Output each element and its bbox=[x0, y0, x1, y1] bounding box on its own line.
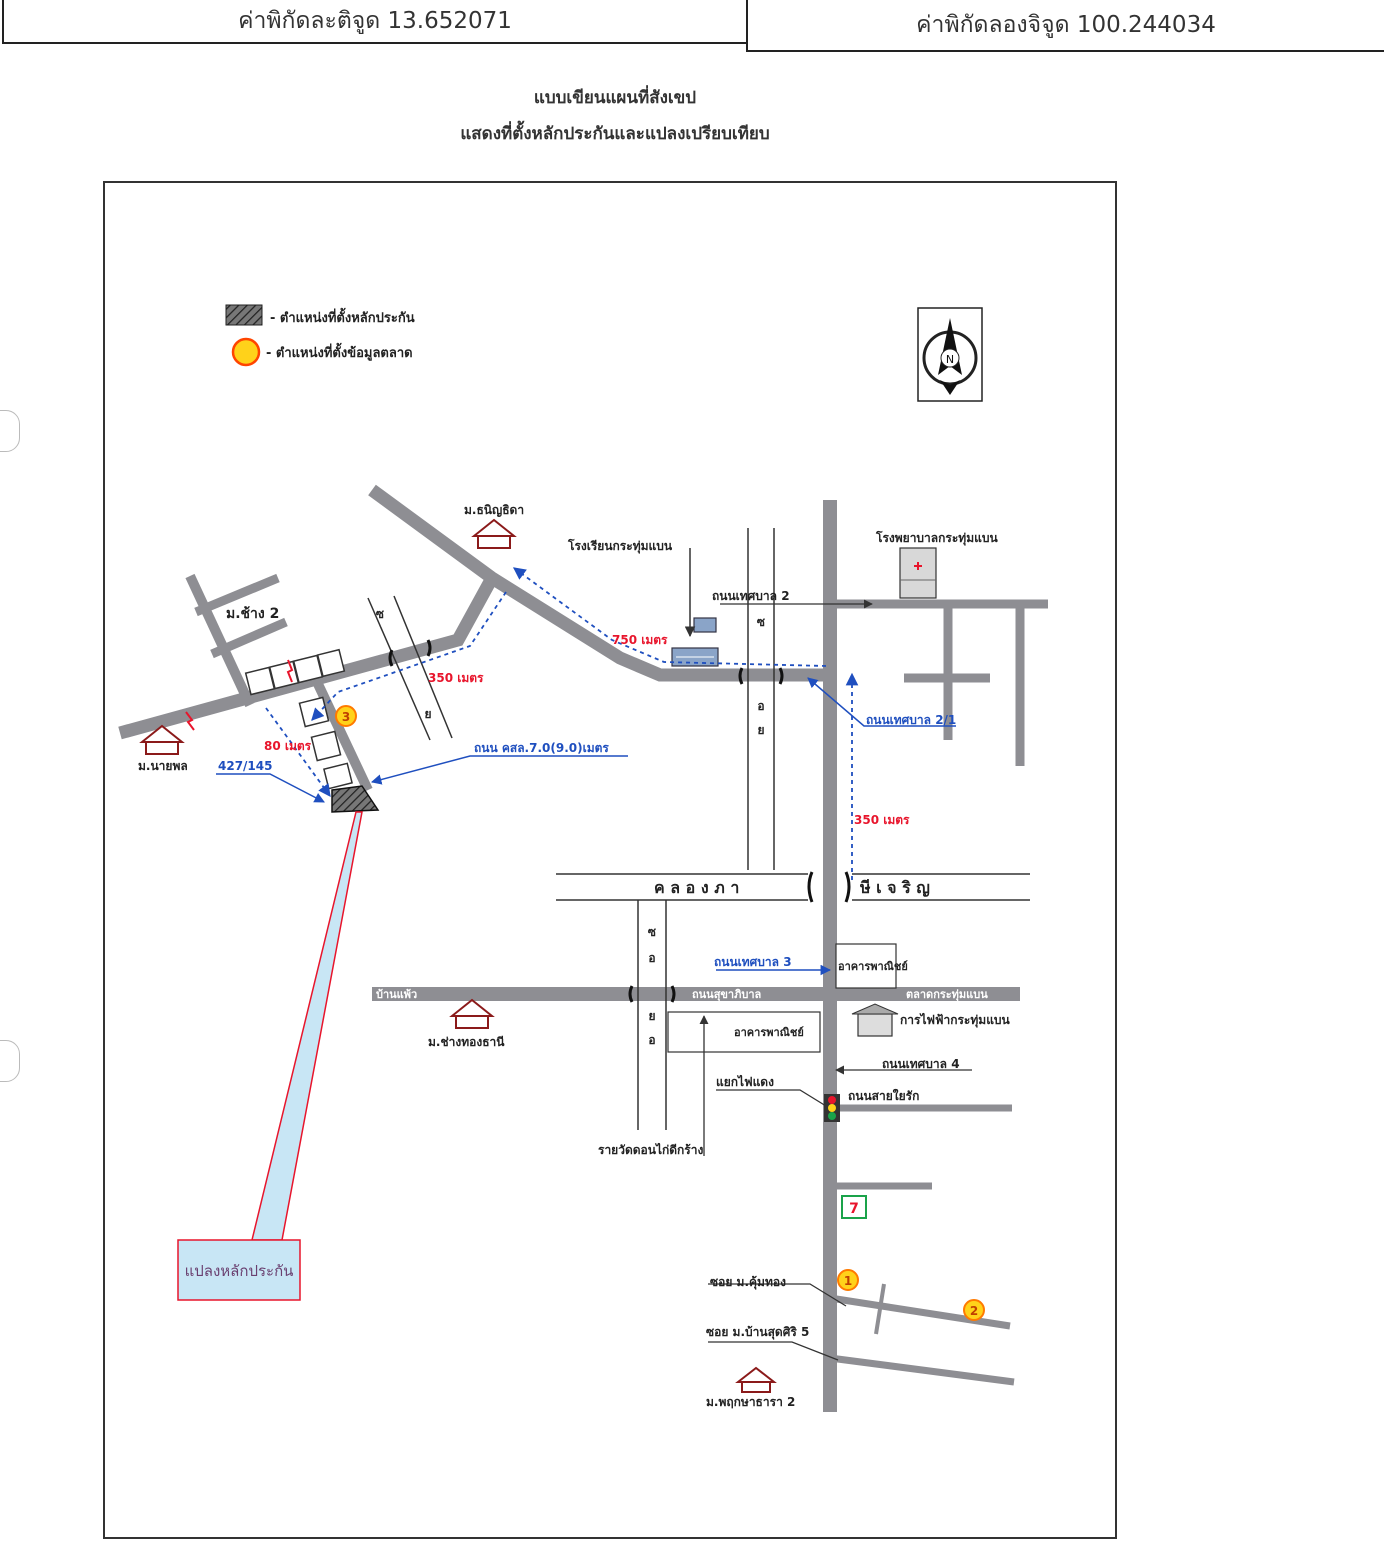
canal-tick-4: ซ bbox=[648, 925, 656, 939]
road-break-marks bbox=[185, 659, 294, 731]
label-dist-80: 80 เมตร bbox=[264, 739, 312, 753]
canal-tick-3: ย bbox=[757, 723, 764, 737]
label-road-left: บ้านแพ้ว bbox=[376, 988, 417, 1001]
branch-road bbox=[118, 574, 498, 740]
legend: - ตำแหน่งที่ตั้งหลักประกัน - ตำแหน่งที่ต… bbox=[225, 304, 415, 367]
latitude-cell: ค่าพิกัดละติจูด 13.652071 bbox=[2, 0, 748, 44]
collateral-box-label: แปลงหลักประกัน bbox=[185, 1262, 294, 1280]
hospital-icon bbox=[899, 547, 937, 599]
label-road-saiyai: ถนนสายใยรัก bbox=[848, 1088, 919, 1103]
label-dist-350-right: 350 เมตร bbox=[854, 813, 910, 827]
collateral-soi bbox=[313, 681, 373, 793]
label-hospital: โรงพยาบาลกระทุ่มแบน bbox=[875, 530, 998, 546]
longitude-cell: ค่าพิกัดลองจิจูด 100.244034 bbox=[746, 0, 1384, 52]
house-icon-nairak bbox=[139, 724, 185, 755]
market-marker-1: 1 bbox=[837, 1269, 859, 1291]
canal-tick-9: ย bbox=[424, 707, 431, 721]
collateral-callout: แปลงหลักประกัน bbox=[177, 811, 363, 1301]
market-marker-3: 3 bbox=[335, 705, 357, 727]
soi-kunthong-road bbox=[829, 1294, 1011, 1330]
pointer-lines bbox=[216, 677, 956, 976]
canal-tick-1: ซ bbox=[757, 615, 765, 629]
label-m-nairak: ม.นายพล bbox=[138, 759, 188, 773]
label-m-pruksa: ม.พฤกษาธารา 2 bbox=[706, 1395, 795, 1409]
commercial-box-2 bbox=[667, 1011, 821, 1053]
house-icon-pruksa bbox=[735, 1366, 777, 1393]
market-marker-2: 2 bbox=[963, 1299, 985, 1321]
seven-eleven-icon: 7 bbox=[841, 1195, 867, 1219]
label-road-thesaban3: ถนนเทศบาล 3 bbox=[714, 955, 792, 969]
canal-tick-2: อ bbox=[757, 699, 764, 713]
chang2-road-b bbox=[194, 573, 280, 617]
market-marker-2-label: 2 bbox=[970, 1304, 978, 1318]
soi-kunthong-cross bbox=[874, 1283, 886, 1335]
market-marker-1-label: 1 bbox=[844, 1274, 852, 1288]
canal-tick-6: ย bbox=[648, 1009, 655, 1023]
route-lines bbox=[265, 567, 859, 880]
latitude-label: ค่าพิกัดละติจูด 13.652071 bbox=[238, 8, 512, 34]
canal-tick-7: อ bbox=[648, 1033, 655, 1047]
title-line-2: แสดงที่ตั้งหลักประกันและแปลงเปรียบเทียบ bbox=[460, 124, 770, 144]
label-traffic-light: แยกไฟแดง bbox=[716, 1074, 774, 1089]
traffic-light-icon bbox=[824, 1094, 840, 1122]
roads bbox=[118, 484, 1048, 1412]
legend-market-swatch bbox=[231, 337, 261, 367]
chang2-road-c bbox=[210, 617, 288, 659]
legend-collateral-swatch bbox=[225, 304, 263, 326]
label-commercial-1: อาคารพาณิชย์ bbox=[838, 960, 908, 973]
canal-tick-5: อ bbox=[648, 951, 655, 965]
label-school: โรงเรียนกระทุ่มแบน bbox=[567, 538, 673, 554]
chang2-road-a bbox=[185, 573, 255, 708]
label-road-center: ถนนสุขาภิบาล bbox=[692, 988, 762, 1002]
canal-tick-8: ซ bbox=[376, 607, 384, 621]
label-wat-road: รายวัดดอนไก่ดีกร้าง bbox=[598, 1142, 703, 1157]
label-m-changthong: ม.ช่างทองธานี bbox=[428, 1035, 505, 1049]
canal-name-right: ษี เ จ ริ ญ bbox=[860, 878, 930, 898]
label-road-thesaban4: ถนนเทศบาล 4 bbox=[882, 1057, 960, 1071]
market-marker-3-label: 3 bbox=[342, 710, 350, 724]
legend-market-label: - ตำแหน่งที่ตั้งข้อมูลตลาด bbox=[266, 342, 413, 361]
label-dist-750: 750 เมตร bbox=[612, 633, 668, 647]
label-dist-350-left: 350 เมตร bbox=[428, 671, 484, 685]
canal-ticks: ซ อ ย ซ อ ย อ ซ ย bbox=[376, 607, 765, 1047]
canal-name-left: ค ล อ ง ภ า bbox=[654, 878, 739, 897]
school-icon bbox=[671, 617, 719, 667]
coordinate-header: ค่าพิกัดละติจูด 13.652071 ค่าพิกัดลองจิจ… bbox=[0, 0, 1384, 54]
electricity-building-icon bbox=[851, 1003, 899, 1037]
legend-collateral-label: - ตำแหน่งที่ตั้งหลักประกัน bbox=[270, 307, 415, 326]
compass-label: N bbox=[946, 353, 954, 366]
label-soi-kunthong: ซอย ม.คุ้มทอง bbox=[710, 1275, 786, 1290]
label-electricity: การไฟฟ้ากระทุ่มแบน bbox=[900, 1012, 1011, 1028]
longitude-label: ค่าพิกัดลองจิจูด 100.244034 bbox=[916, 12, 1216, 38]
label-addr: 427/145 bbox=[218, 759, 272, 773]
compass: N bbox=[917, 307, 983, 402]
commercial-box-1 bbox=[835, 943, 897, 989]
northwest-road bbox=[368, 484, 830, 682]
label-m-chang2: ม.ช้าง 2 bbox=[226, 606, 279, 622]
label-road-thesaban2-1: ถนนเทศบาล 2/1 bbox=[866, 713, 956, 727]
label-road-kso: ถนน คสล.7.0(9.0)เมตร bbox=[474, 741, 609, 755]
label-commercial-2: อาคารพาณิชย์ bbox=[734, 1026, 804, 1039]
canals bbox=[367, 528, 1030, 1130]
label-m-chanisa: ม.ธนิญธิดา bbox=[464, 503, 524, 517]
collateral-lot bbox=[331, 785, 380, 813]
bridges bbox=[388, 639, 851, 1003]
soi-baanlak-road bbox=[829, 1354, 1015, 1386]
map-frame bbox=[103, 181, 1117, 1539]
label-soi-baanlak: ซอย ม.บ้านสุดศิริ 5 bbox=[706, 1325, 809, 1340]
house-icon-changthong bbox=[449, 998, 495, 1029]
label-road-thesaban2: ถนนเทศบาล 2 bbox=[712, 589, 790, 603]
label-market-kbn: ตลาดกระทุ่มแบน bbox=[906, 988, 988, 1002]
dark-pointers bbox=[699, 599, 972, 1361]
house-icon-chanisa bbox=[471, 518, 517, 549]
title-line-1: แบบเขียนแผนที่สังเขป bbox=[533, 88, 697, 108]
svg-text:7: 7 bbox=[849, 1201, 859, 1217]
